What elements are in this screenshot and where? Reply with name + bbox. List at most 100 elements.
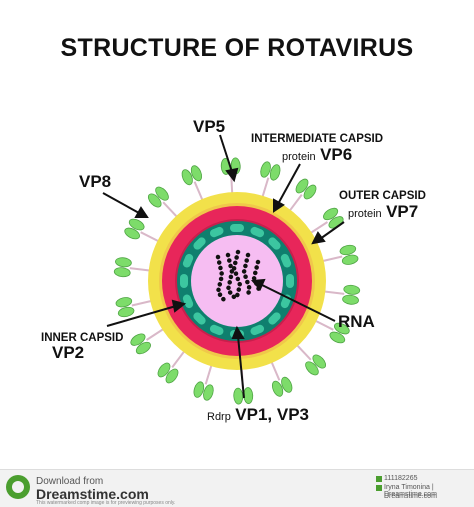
author-icon — [376, 485, 382, 491]
spike-head — [203, 384, 214, 401]
footer-site-link[interactable]: Dreamstime.com — [36, 486, 149, 502]
spike-head — [323, 207, 339, 221]
spike-head — [165, 368, 179, 384]
spike — [113, 257, 152, 278]
footer-author: Iryna Timonina | Dreamstime.com — [384, 484, 437, 498]
label-inner-capsid: INNER CAPSID — [41, 332, 124, 344]
intermediate-protein-name: VP6 — [320, 145, 353, 164]
vp6-bead — [250, 226, 265, 238]
spike-stalk — [140, 231, 161, 244]
pointer-arrows — [102, 134, 345, 399]
vp6-bead — [268, 237, 281, 250]
spike — [313, 318, 350, 344]
spike — [193, 363, 214, 401]
spike — [320, 244, 359, 265]
footer-bar: Download from Dreamstime.com This waterm… — [0, 469, 474, 507]
spike-head — [339, 244, 357, 256]
vp6-bead — [280, 253, 292, 268]
label-outer-capsid: OUTER CAPSID — [339, 190, 426, 202]
spike-stalk — [295, 343, 312, 361]
label-rna: RNA — [338, 312, 375, 331]
spike-stalk — [320, 255, 343, 263]
spike-stalk — [146, 327, 166, 341]
spike-head — [147, 193, 162, 208]
vp6-bead — [250, 324, 265, 336]
intermediate-protein-word: protein — [282, 151, 316, 163]
rna-strand — [215, 254, 227, 303]
rotavirus-diagram — [102, 134, 361, 405]
footer-note: This watermarked comp image is for previ… — [36, 500, 176, 506]
vp6-bead — [286, 274, 294, 288]
spike-head — [190, 165, 203, 182]
spike-head — [155, 186, 169, 201]
footer-download-from: Download from — [36, 476, 104, 487]
spike-stalk — [269, 359, 281, 381]
label-inner-protein: VP2 — [52, 343, 85, 362]
spike-head — [181, 169, 193, 186]
spike — [322, 284, 361, 305]
spike-head — [113, 267, 131, 278]
spike-stalk — [322, 290, 345, 295]
spike-head — [115, 297, 133, 308]
spike — [157, 349, 187, 384]
spike-head — [269, 164, 281, 181]
spike-stalk — [193, 181, 205, 203]
spike-head — [130, 333, 146, 346]
spike-stalk — [129, 267, 152, 272]
vp6-bead — [180, 274, 188, 288]
rna-strand — [225, 252, 237, 300]
spike-head — [193, 381, 205, 398]
spike-head — [303, 184, 317, 200]
rdrp-proteins: VP1, VP3 — [235, 405, 310, 424]
outer-protein-word: protein — [348, 208, 382, 220]
vp6-bead — [209, 324, 224, 336]
spike-head — [117, 306, 135, 318]
spike — [295, 343, 327, 376]
spike-head — [115, 257, 132, 268]
vp6-beads-group — [180, 224, 294, 338]
vp6-bead — [230, 224, 244, 232]
footer-site-small: Dreamstime.com — [384, 493, 437, 500]
footer-image-id: 111182265 — [384, 475, 418, 482]
label-vp8: VP8 — [79, 172, 112, 191]
spike-head — [157, 362, 171, 378]
spikes-group — [113, 157, 361, 405]
outer-protein-name: VP7 — [386, 202, 419, 221]
spike-stalk — [287, 194, 303, 213]
spike — [269, 359, 293, 397]
label-outer-protein-line: protein VP7 — [348, 203, 418, 222]
vp6-bead — [193, 312, 206, 325]
spike-stalk — [204, 363, 213, 385]
spike-head — [312, 354, 327, 369]
diagram-title: STRUCTURE OF ROTAVIRUS — [60, 34, 414, 62]
spike-stalk — [308, 221, 328, 235]
spike — [124, 218, 161, 244]
vp6-bead — [182, 253, 194, 268]
spike-head — [124, 227, 140, 240]
spike-stalk — [313, 318, 334, 331]
spike-head — [243, 387, 254, 404]
spike-head — [281, 376, 293, 393]
rdrp-word: Rdrp — [207, 411, 231, 423]
spike-stalk — [131, 299, 154, 307]
spike-head — [342, 294, 359, 305]
spike-head — [329, 331, 346, 344]
label-intermediate-protein-line: protein VP6 — [282, 146, 352, 165]
spike — [260, 161, 281, 199]
spike-stalk — [261, 177, 270, 199]
spike-stalk — [162, 201, 179, 219]
spike-head — [271, 380, 284, 397]
spike-head — [260, 161, 271, 178]
label-rdrp-line: Rdrp VP1, VP3 — [207, 406, 309, 425]
spike-head — [341, 254, 359, 265]
spike-head — [295, 178, 309, 194]
dreamstime-logo-icon — [6, 475, 30, 499]
spike-head — [135, 341, 151, 355]
vp6-bead — [209, 226, 224, 238]
spike-head — [334, 322, 350, 335]
spike — [115, 297, 154, 318]
vp6-bead — [182, 294, 194, 309]
vp6-bead — [268, 312, 281, 325]
spike-head — [343, 284, 361, 295]
id-icon — [376, 476, 382, 482]
